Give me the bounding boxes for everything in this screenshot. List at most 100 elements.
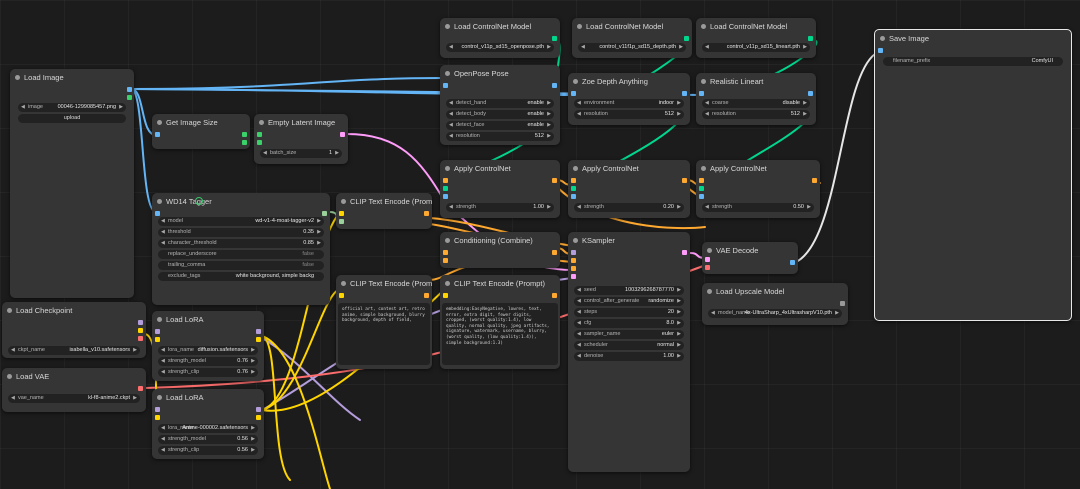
control-net-name-combo[interactable]: ◀control_v11p_sd15_lineart.pth▶ [702,43,810,52]
control-net-input-port[interactable] [443,186,448,191]
load-controlnet-model-node-1[interactable]: Load ControlNet Model ◀control_v11p_sd15… [440,18,560,58]
image-output-port[interactable] [808,91,813,96]
load-controlnet-model-node-3[interactable]: Load ControlNet Model ◀control_v11p_sd15… [696,18,816,58]
conditioning-output-port[interactable] [812,178,817,183]
image-input-port[interactable] [699,194,704,199]
conditioning-output-port[interactable] [682,178,687,183]
text-input-port[interactable] [339,219,344,224]
collapse-dot-icon[interactable] [157,199,162,204]
model-input-port[interactable] [571,250,576,255]
clip-input-port[interactable] [443,293,448,298]
latent-input-port[interactable] [571,274,576,279]
conditioning-output-port[interactable] [552,178,557,183]
positive-input-port[interactable] [571,258,576,263]
control-net-output-port[interactable] [684,36,689,41]
vae-decode-node[interactable]: VAE Decode [702,242,798,274]
vae-output-port[interactable] [138,386,143,391]
upscale-model-output-port[interactable] [840,301,845,306]
arrow-right-icon[interactable]: ▶ [119,104,123,110]
control-net-input-port[interactable] [571,186,576,191]
model-output-port[interactable] [256,329,261,334]
collapse-dot-icon[interactable] [707,289,712,294]
collapse-dot-icon[interactable] [7,308,12,313]
clip-input-port[interactable] [155,337,160,342]
collapse-dot-icon[interactable] [701,166,706,171]
collapse-dot-icon[interactable] [7,374,12,379]
image-output-port[interactable] [790,260,795,265]
clip-output-port[interactable] [138,328,143,333]
vae-input-port[interactable] [705,265,710,270]
collapse-dot-icon[interactable] [701,24,706,29]
collapse-dot-icon[interactable] [157,120,162,125]
image-input-port[interactable] [571,194,576,199]
collapse-dot-icon[interactable] [573,79,578,84]
clip-input-port[interactable] [339,293,344,298]
clip-input-port[interactable] [155,415,160,420]
clip-text-encode-node-2[interactable]: CLIP Text Encode (Prompt) official art, … [336,275,432,369]
negative-prompt-textarea[interactable]: embedding:EasyNegative, lowres, text, er… [442,303,558,365]
image-input-port[interactable] [571,91,576,96]
collapse-dot-icon[interactable] [15,75,20,80]
clip-text-encode-node-3[interactable]: CLIP Text Encode (Prompt) embedding:Easy… [440,275,560,369]
image-output-port[interactable] [127,87,132,92]
control-net-name-combo[interactable]: ◀control_v11p_sd15_openpose.pth▶ [446,43,554,52]
negative-input-port[interactable] [571,266,576,271]
width-input-port[interactable] [257,132,262,137]
model-output-port[interactable] [138,320,143,325]
upload-button[interactable]: upload [18,114,126,123]
conditioning-output-port[interactable] [424,293,429,298]
latent-output-port[interactable] [340,132,345,137]
collapse-dot-icon[interactable] [707,248,712,253]
control-net-output-port[interactable] [552,36,557,41]
height-input-port[interactable] [257,140,262,145]
samples-input-port[interactable] [705,257,710,262]
prompt-textarea[interactable]: official art, contest art, retro anime, … [338,303,430,365]
conditioning-input-port[interactable] [571,178,576,183]
image-input-port[interactable] [443,194,448,199]
mask-output-port[interactable] [127,95,132,100]
load-controlnet-model-node-2[interactable]: Load ControlNet Model ◀control_v11f1p_sd… [572,18,692,58]
collapse-dot-icon[interactable] [341,281,346,286]
conditioning-input-port[interactable] [443,178,448,183]
control-net-name-combo[interactable]: ◀control_v11f1p_sd15_depth.pth▶ [578,43,686,52]
collapse-dot-icon[interactable] [573,238,578,243]
collapse-dot-icon[interactable] [880,36,885,41]
width-output-port[interactable] [242,132,247,137]
image-input-port[interactable] [699,91,704,96]
